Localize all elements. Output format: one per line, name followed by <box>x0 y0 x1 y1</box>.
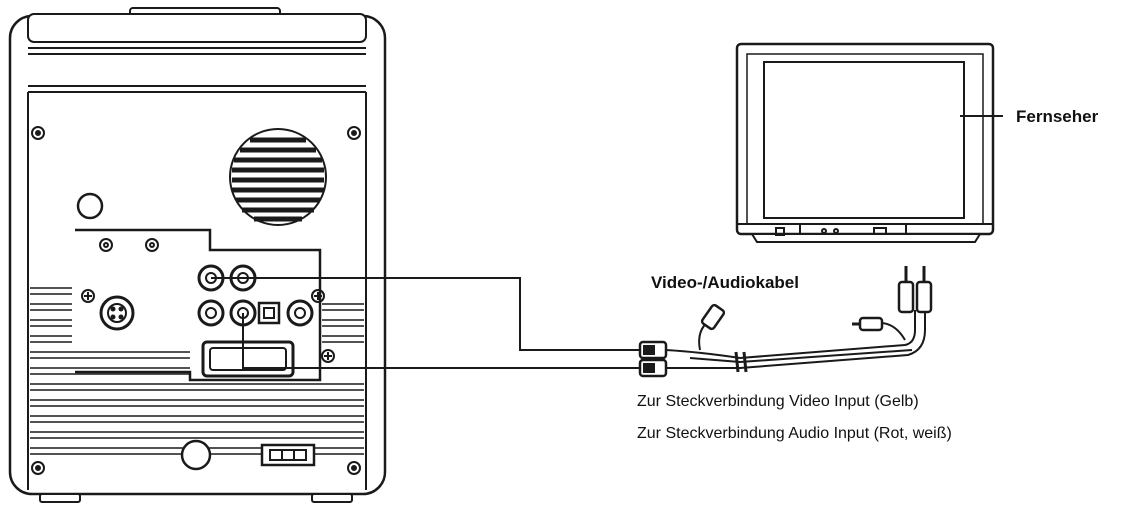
audio-input-label: Zur Steckverbindung Audio Input (Rot, we… <box>637 425 952 442</box>
tv-label: Fernseher <box>1016 107 1099 126</box>
cable-label: Video-/Audiokabel <box>651 273 799 292</box>
svideo-jack <box>99 295 135 331</box>
video-audio-cable <box>211 266 933 378</box>
video-input-label: Zur Steckverbindung Video Input (Gelb) <box>637 393 919 410</box>
speaker-grille <box>229 128 327 226</box>
tv-set <box>735 42 995 243</box>
stereo-unit <box>8 7 387 503</box>
screw-icon <box>31 126 361 475</box>
